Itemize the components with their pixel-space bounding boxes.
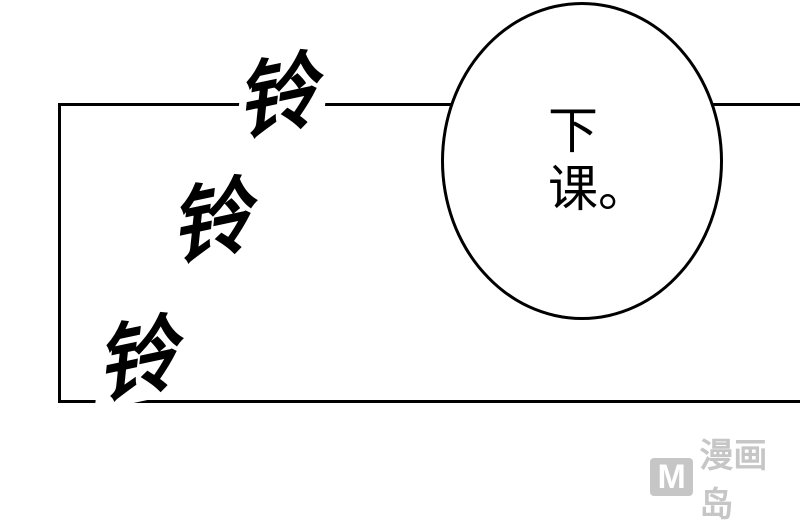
watermark-text: 漫画岛 xyxy=(699,436,768,525)
watermark: M 漫画岛 xyxy=(650,428,800,526)
speech-line-1: 下 xyxy=(548,102,598,160)
speech-bubble xyxy=(441,2,723,320)
speech-text: 下 课。 xyxy=(548,102,648,218)
sound-effect-2: 铃 xyxy=(168,162,266,280)
comic-panel-border xyxy=(58,103,800,403)
watermark-logo-icon: M xyxy=(650,458,694,496)
speech-line-2: 课。 xyxy=(548,160,648,218)
sound-effect-1: 铃 xyxy=(234,37,332,155)
sound-effect-3: 铃 xyxy=(94,300,192,418)
